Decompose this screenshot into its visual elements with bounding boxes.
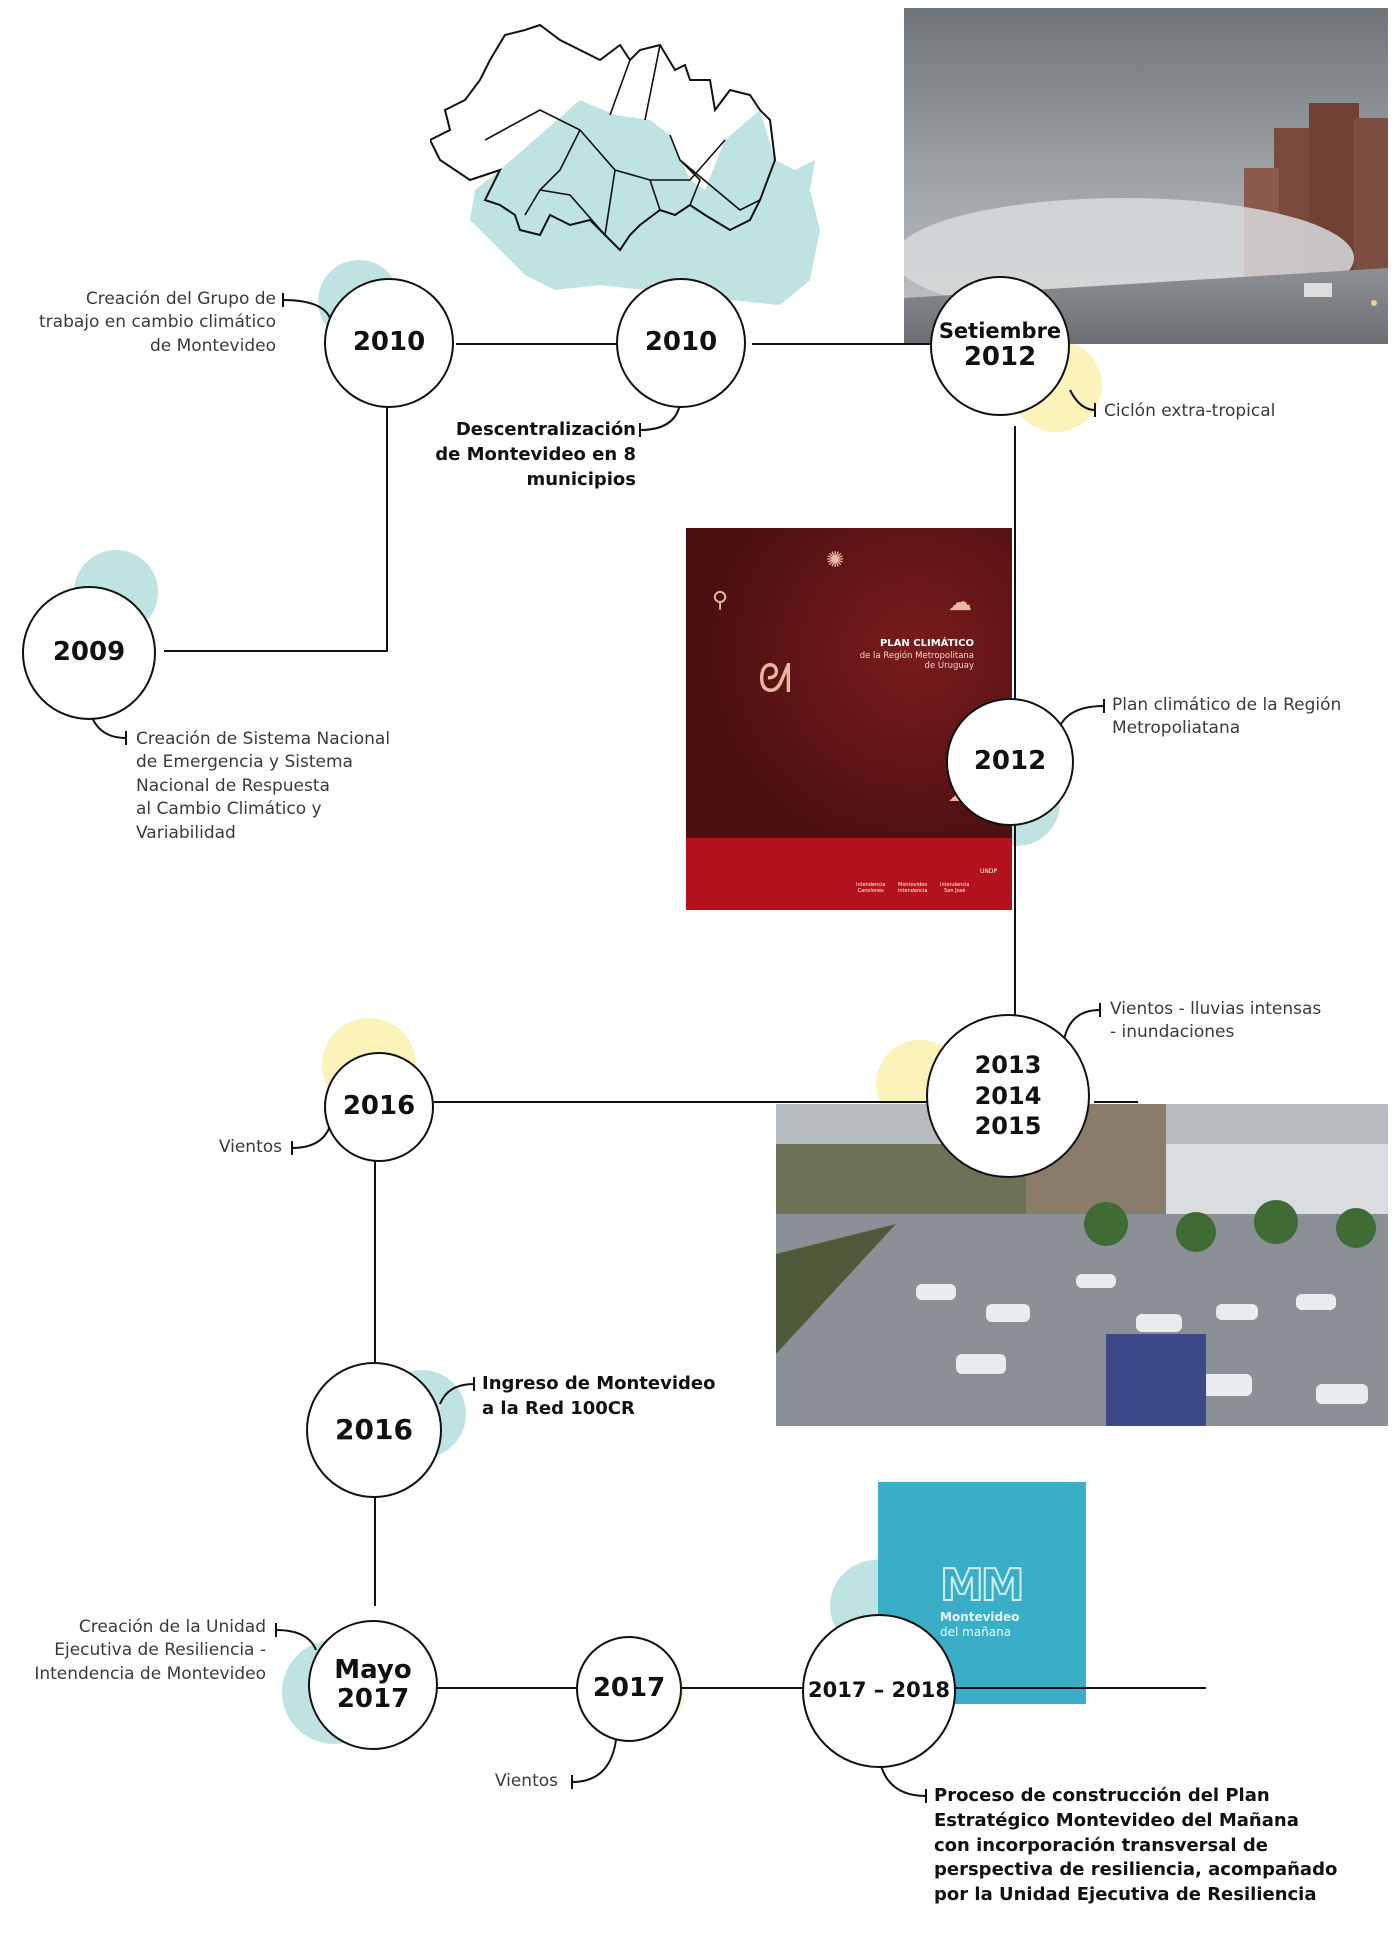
tornado-icon: ᘛ (758, 656, 793, 702)
node-label: 2017 (592, 1673, 666, 1704)
tap-icon: ⚲ (712, 588, 729, 613)
plan-climatico-cover: ✺ ☁ ⚲ ᘛ PLAN CLIMÁTICO de la Región Metr… (686, 528, 1012, 910)
map-shaded-area (470, 100, 820, 305)
label-descentralizacion: Descentralización de Montevideo en 8 mun… (435, 419, 636, 490)
map-municipios-icon (430, 23, 820, 305)
node-label: 2016 (335, 1413, 413, 1447)
timeline-node-2017: 2017 (576, 1636, 682, 1742)
timeline-line (1014, 820, 1016, 1022)
timeline-node-2017-2018: 2017 – 2018 (802, 1614, 956, 1768)
timeline-line (164, 650, 388, 652)
timeline-line (1014, 426, 1016, 712)
timeline-line (386, 408, 388, 651)
timeline-line (752, 343, 938, 345)
plan-logo: Intendencia Canelones (856, 882, 886, 894)
node-label: 2010 (352, 327, 426, 358)
timeline-line (374, 1488, 376, 1606)
timeline-node-2010: 2010 (324, 278, 454, 408)
cloud-icon: ☁ (948, 588, 972, 616)
node-label: 2014 (974, 1081, 1042, 1110)
node-label: Mayo (334, 1654, 412, 1685)
sun-icon: ✺ (826, 548, 845, 573)
label-vientos: Vientos (494, 1771, 558, 1791)
mm-logo-line2: del mañana (940, 1625, 1012, 1639)
label-proceso-plan: Proceso de construcción del Plan Estraté… (934, 1785, 1338, 1906)
timeline-node-2009: 2009 (22, 586, 156, 720)
node-label: Setiembre (938, 318, 1062, 343)
plan-logo: Montevideo intendencia (898, 882, 928, 894)
timeline-node-2016: 2016 (306, 1362, 442, 1498)
label-ciclon: Ciclón extra-tropical (1104, 401, 1276, 421)
map-internal-lines (484, 44, 761, 236)
timeline-line (682, 1687, 804, 1689)
label-unidad-ejecutiva: Creación de la Unidad Ejecutiva de Resil… (34, 1617, 266, 1684)
map-outline (430, 23, 777, 252)
label-sistema-nacional: Creación de Sistema Nacional de Emergenc… (136, 729, 391, 843)
mm-logo-line1: Montevideo (940, 1610, 1020, 1624)
timeline-node-2012: 2012 (946, 698, 1074, 826)
timeline-node-setiembre-2012: Setiembre 2012 (930, 276, 1070, 416)
node-label: 2017 (336, 1684, 410, 1714)
node-label: 2017 – 2018 (807, 1678, 951, 1703)
timeline-line (956, 1687, 1206, 1689)
node-label: 2010 (644, 327, 718, 358)
node-label: 2013 (974, 1050, 1042, 1079)
timeline-line (436, 1687, 582, 1689)
timeline-node-mayo-2017: Mayo 2017 (308, 1620, 438, 1750)
timeline-node-2013-2015: 2013 2014 2015 (926, 1014, 1090, 1178)
plan-title: PLAN CLIMÁTICO (879, 638, 974, 649)
label-grupo-trabajo: Creación del Grupo de trabajo en cambio … (39, 289, 276, 356)
flood-photo (776, 1104, 1388, 1426)
timeline-line (1094, 1101, 1138, 1103)
plan-footer-band: Intendencia Canelones Montevideo intende… (686, 838, 1012, 910)
timeline-node-2016: 2016 (324, 1052, 434, 1162)
plan-logo: UNDP (980, 868, 998, 875)
label-vientos: Vientos (218, 1137, 282, 1157)
label-red-100cr: Ingreso de Montevideo a la Red 100CR (482, 1373, 716, 1419)
plan-subtitle: de la Región Metropolitana de Uruguay (859, 651, 974, 672)
node-label: 2012 (973, 746, 1047, 777)
node-label: 2016 (342, 1091, 416, 1122)
timeline-line (374, 1150, 376, 1368)
plan-logo: Intendencia San José (940, 882, 970, 894)
timeline-node-2010: 2010 (616, 278, 746, 408)
node-label: 2015 (974, 1112, 1042, 1141)
mm-logo-mark: MM (939, 1559, 1026, 1612)
node-label: 2009 (52, 637, 126, 668)
timeline-line (456, 343, 626, 345)
timeline-line (434, 1101, 934, 1103)
node-label: 2012 (963, 342, 1037, 373)
label-vientos-lluvias: Vientos - lluvias intensas - inundacione… (1110, 999, 1322, 1043)
label-plan-climatico: Plan climático de la Región Metropoliata… (1112, 695, 1342, 739)
